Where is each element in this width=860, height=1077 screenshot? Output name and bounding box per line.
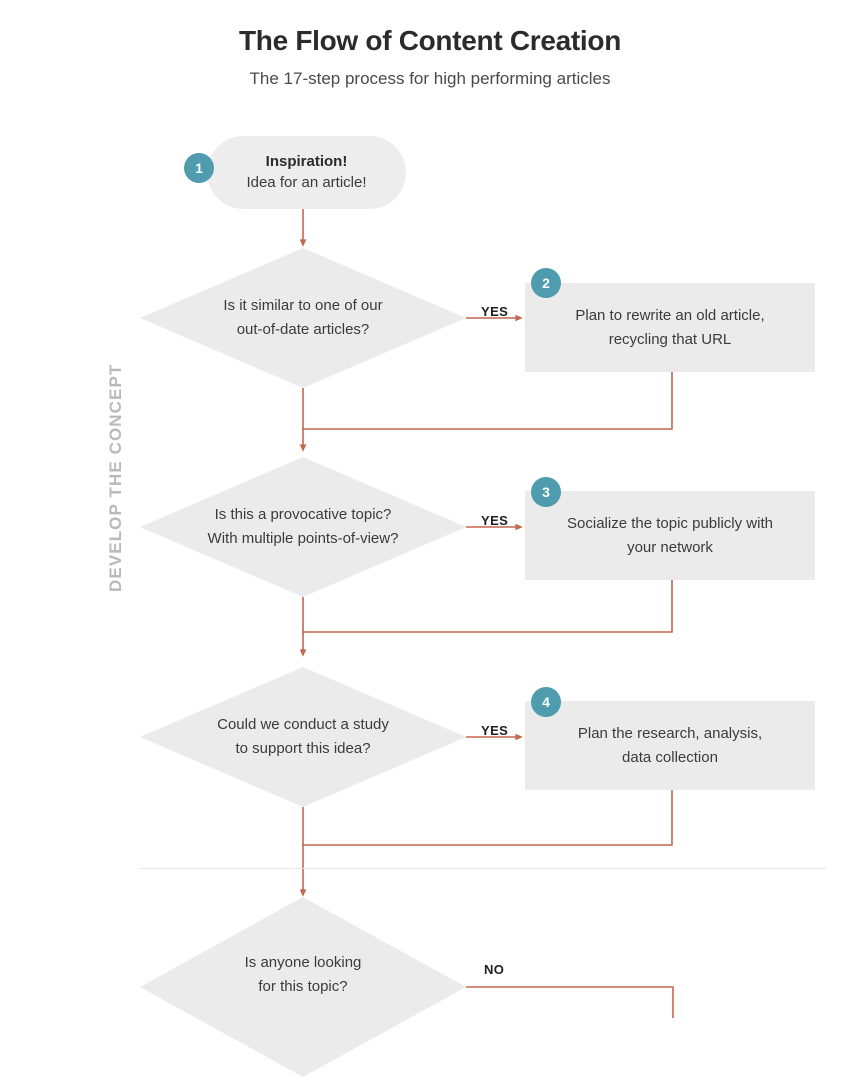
node-decision3-text: Could we conduct a study to support this… (217, 713, 389, 761)
node-decision-anyone-looking[interactable]: Is anyone looking for this topic? (140, 897, 466, 1077)
section-divider (140, 868, 826, 869)
node-step2-line2: recycling that URL (608, 330, 732, 348)
node-decision2-line2: With multiple points-of-view? (207, 530, 399, 547)
branch-label-yes-1: YES (481, 304, 509, 319)
step-badge-1: 1 (184, 153, 214, 183)
wire-step3-return (299, 580, 673, 657)
node-step3-line2: your network (627, 538, 713, 556)
node-decision2-line1: Is this a provocative topic? (214, 506, 392, 523)
wire-step2-return (299, 372, 673, 452)
node-decision4-line2: for this topic? (258, 978, 348, 995)
wire-step4-return (299, 790, 673, 897)
node-decision-provocative-topic[interactable]: Is this a provocative topic? With multip… (140, 457, 466, 597)
node-decision1-line1: Is it similar to one of our (223, 297, 383, 314)
node-decision3-line1: Could we conduct a study (217, 716, 389, 733)
branch-label-yes-3: YES (481, 723, 509, 738)
branch-label-yes-2: YES (481, 513, 509, 528)
wire-decision4-no (466, 986, 674, 1018)
node-start-line2: Idea for an article! (246, 174, 367, 191)
chart-header: The Flow of Content Creation The 17-step… (0, 24, 860, 90)
node-step3-line1: Socialize the topic publicly with (567, 514, 773, 532)
node-decision3-line2: to support this idea? (235, 740, 371, 757)
node-step-rewrite-old-article[interactable]: Plan to rewrite an old article, recyclin… (525, 283, 815, 372)
step-badge-2: 2 (531, 268, 561, 298)
node-decision1-text: Is it similar to one of our out-of-date … (223, 294, 382, 342)
node-decision2-text: Is this a provocative topic? With multip… (208, 503, 399, 551)
node-step4-text: Plan the research, analysis, data collec… (560, 722, 780, 770)
step-badge-3: 3 (531, 477, 561, 507)
node-step3-text: Socialize the topic publicly with your n… (549, 512, 791, 560)
node-step2-text: Plan to rewrite an old article, recyclin… (557, 304, 782, 352)
flowchart-canvas: The Flow of Content Creation The 17-step… (0, 24, 860, 1077)
node-start-inspiration[interactable]: Inspiration! Idea for an article! (207, 136, 406, 209)
page-subtitle: The 17-step process for high performing … (249, 69, 611, 88)
node-decision-similar-outdated[interactable]: Is it similar to one of our out-of-date … (140, 248, 466, 388)
node-step-socialize-topic[interactable]: Socialize the topic publicly with your n… (525, 491, 815, 580)
step-badge-4: 4 (531, 687, 561, 717)
node-step4-line2: data collection (622, 748, 718, 766)
node-step4-line1: Plan the research, analysis, (577, 724, 763, 742)
node-decision4-text: Is anyone looking for this topic? (245, 951, 362, 999)
node-decision4-line1: Is anyone looking (244, 954, 362, 971)
phase-label-develop-the-concept: DEVELOP THE CONCEPT (106, 363, 125, 592)
node-step-plan-research[interactable]: Plan the research, analysis, data collec… (525, 701, 815, 790)
branch-label-no-1: NO (484, 962, 505, 977)
page-title: The Flow of Content Creation (238, 25, 621, 56)
node-decision1-line2: out-of-date articles? (236, 321, 370, 338)
node-decision-conduct-study[interactable]: Could we conduct a study to support this… (140, 667, 466, 807)
node-step2-line1: Plan to rewrite an old article, (575, 306, 765, 324)
node-start-line1: Inspiration! (265, 153, 348, 170)
